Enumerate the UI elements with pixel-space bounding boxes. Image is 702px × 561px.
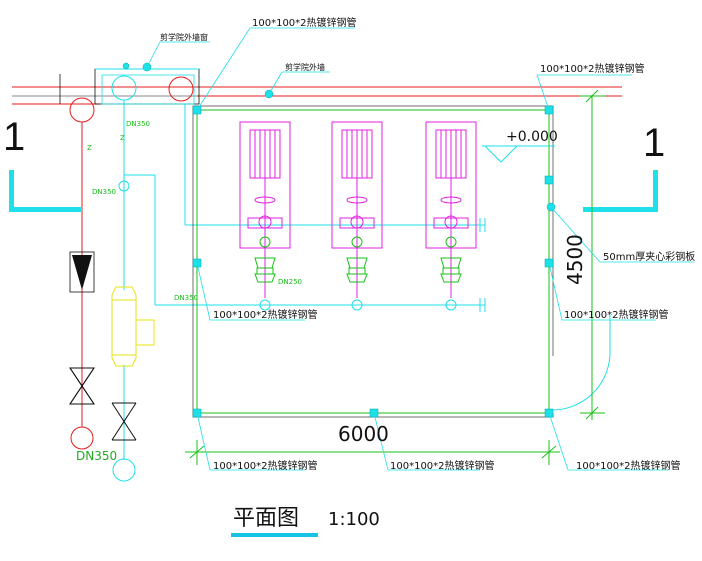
dimension-width-label: 6000 [338, 422, 389, 446]
dn350-top-label: DN350 [126, 120, 150, 128]
pump-unit-3 [425, 121, 477, 311]
z-left-label: Z [87, 144, 92, 152]
section-marker-right [583, 170, 658, 212]
dn350-left-label: DN350 [76, 449, 117, 463]
dn350-mid-label: DN350 [92, 188, 116, 196]
section-label-right: 1 [643, 121, 665, 165]
pump-unit-1 [239, 121, 291, 311]
drawing-title: 平面图 [233, 506, 299, 531]
dn250-pump-label: DN250 [278, 278, 302, 286]
label-outer-wall: 剪学院外墙 [285, 62, 325, 72]
dn350-pipe-label: DN350 [174, 294, 198, 302]
label-pipe-bottom-right: 100*100*2热镀锌钢管 [576, 459, 681, 472]
z-right-label: Z [120, 134, 125, 142]
corner-posts [122, 62, 556, 418]
outer-wall [12, 68, 622, 105]
label-wall-window: 剪学院外墙窗 [160, 32, 208, 42]
title-underline [231, 533, 318, 537]
drawing-scale: 1:100 [328, 509, 380, 530]
dimension-vertical [580, 89, 605, 420]
label-pipe-top-center: 100*100*2热镀锌钢管 [252, 16, 357, 29]
dimension-horizontal [185, 440, 560, 465]
check-valve-icon [69, 251, 95, 293]
section-marker-left [9, 170, 81, 212]
pipe-end-caps [479, 218, 486, 312]
section-label-left: 1 [3, 115, 25, 159]
pump-unit-2 [331, 121, 383, 311]
label-pipe-mid-left: 100*100*2热镀锌钢管 [213, 308, 318, 321]
pressure-tank-icon [111, 286, 155, 367]
cyan-pipe-left [111, 75, 485, 482]
label-sandwich-panel: 50mm厚夹心彩钢板 [603, 250, 695, 263]
label-pipe-mid-right: 100*100*2热镀锌钢管 [564, 308, 669, 321]
label-pipe-bottom-center: 100*100*2热镀锌钢管 [390, 459, 495, 472]
gate-valve-left-icon [69, 367, 95, 405]
elevation-marker [482, 145, 555, 163]
gate-valve-right-icon [111, 402, 137, 441]
elevation-label: +0.000 [506, 129, 558, 145]
dimension-height-label: 4500 [563, 234, 587, 285]
leader-lines [146, 27, 694, 471]
label-pipe-bottom-left: 100*100*2热镀锌钢管 [213, 459, 318, 472]
label-pipe-top-right: 100*100*2热镀锌钢管 [540, 62, 645, 75]
